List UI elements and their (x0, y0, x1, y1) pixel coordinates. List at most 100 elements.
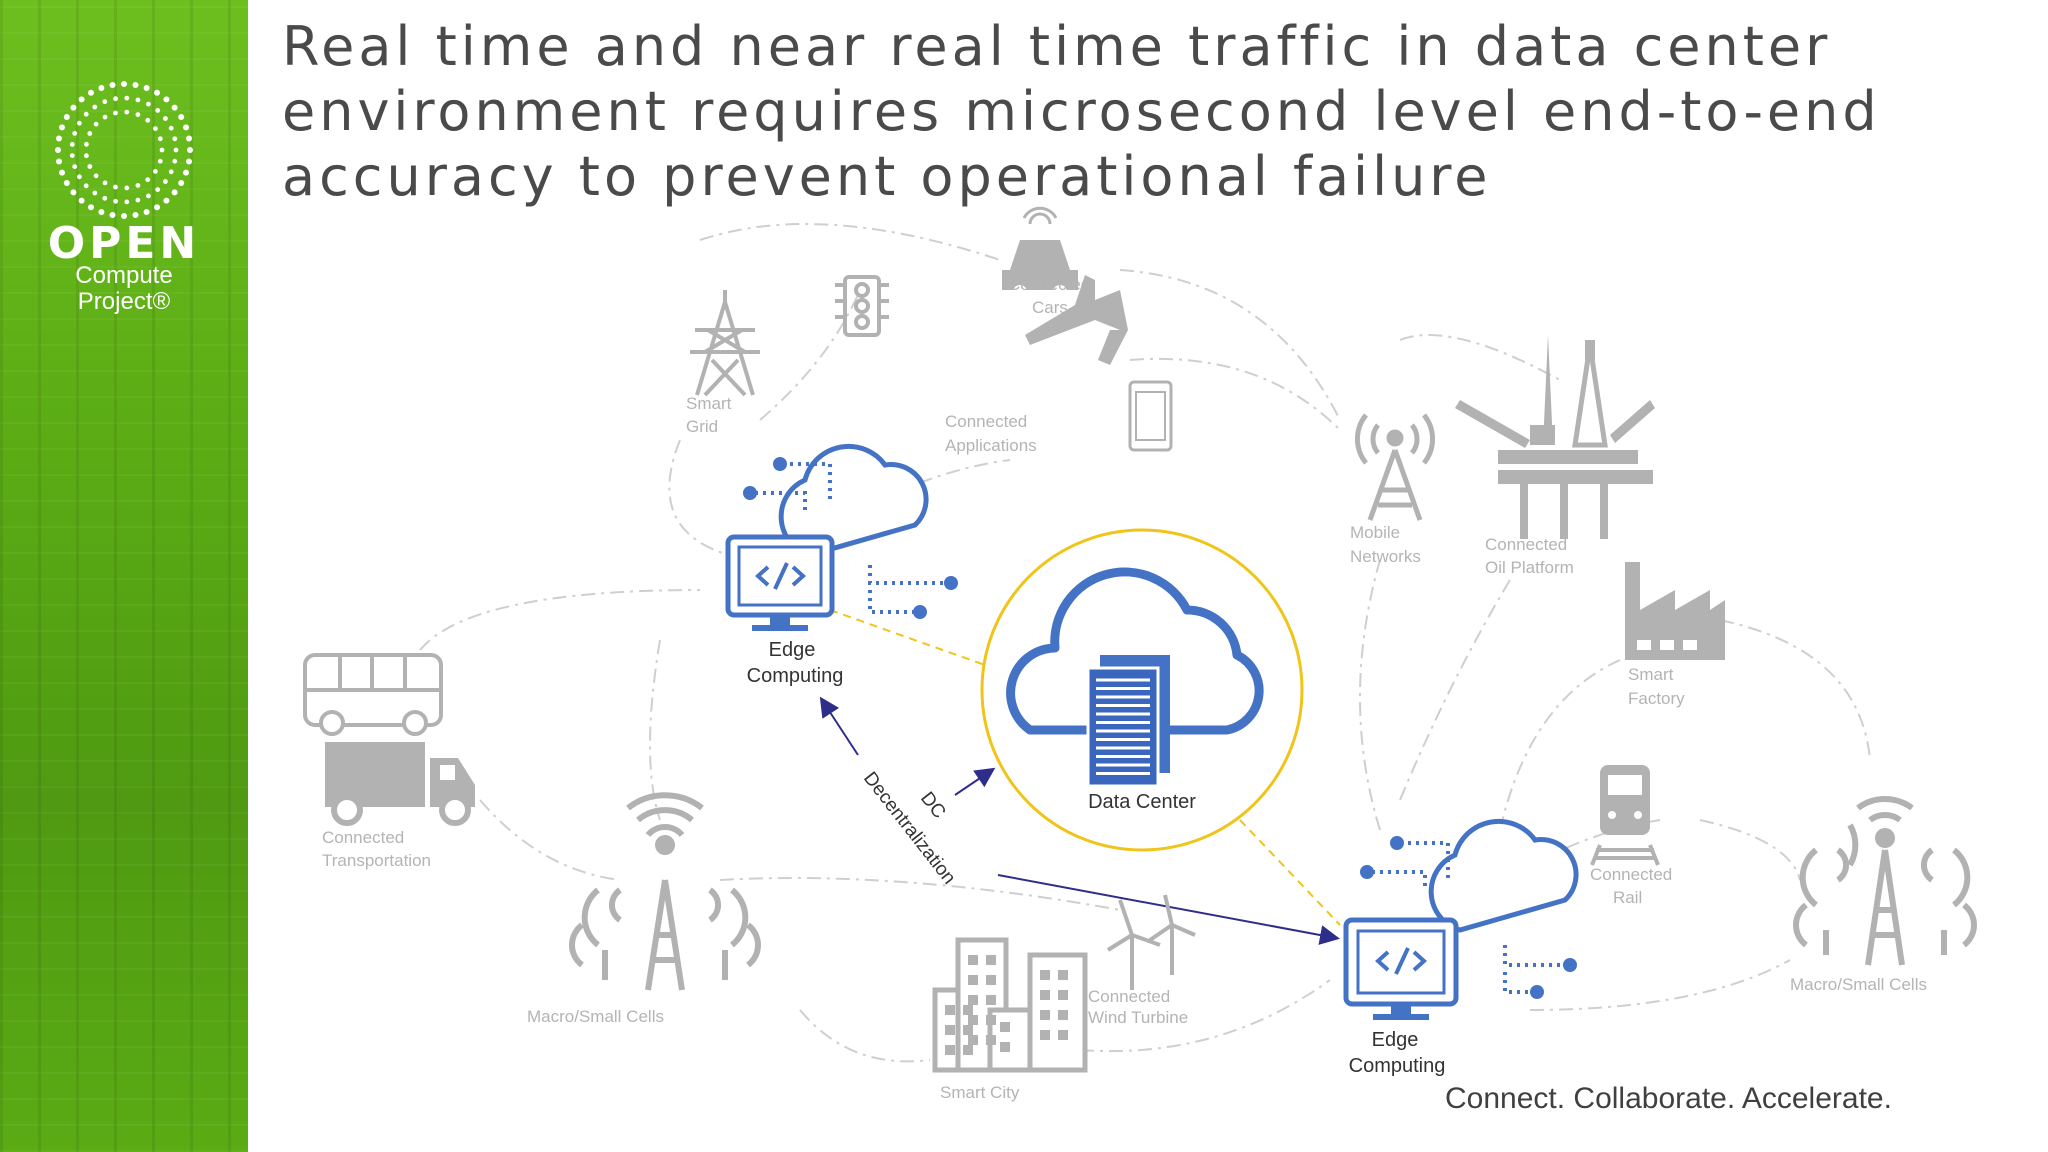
mobile-networks-label-2: Networks (1350, 547, 1421, 566)
building-window (945, 1005, 955, 1015)
oil-platform-label-1: Connected (1485, 535, 1567, 554)
logo-dot (84, 141, 89, 147)
building-window (986, 1035, 996, 1045)
logo-dot (157, 136, 163, 142)
macro-cells-right-label: Macro/Small Cells (1790, 975, 1927, 994)
logo-dot (159, 147, 165, 153)
connected-car-icon (1002, 206, 1078, 299)
logo-dot (77, 174, 82, 180)
logo-dot (187, 147, 193, 153)
building-window (1000, 1042, 1010, 1052)
logo-dot (163, 116, 168, 121)
link-bus-edge (419, 589, 701, 651)
link-edge-apps (839, 459, 1011, 521)
factory-icon (1625, 562, 1725, 660)
power-tower-icon (690, 290, 760, 397)
link-truck-cells (479, 799, 621, 881)
train-icon (1590, 765, 1660, 866)
logo-dot (102, 114, 108, 120)
airplane-icon (1025, 275, 1128, 365)
logo-dot (168, 125, 174, 131)
bus-icon (303, 653, 443, 736)
logo-dot (98, 209, 105, 215)
smart-factory-label-2: Factory (1628, 689, 1685, 708)
logo-dot (153, 126, 158, 131)
logo-dot (135, 97, 141, 103)
logo-dot (102, 180, 108, 186)
logo-dot (93, 121, 99, 127)
building-window (1040, 970, 1050, 980)
logo-dot (102, 99, 108, 105)
connected-rail-label-1: Connected (1590, 865, 1672, 884)
link-edge-rail (1539, 819, 1661, 861)
building-window (1040, 990, 1050, 1000)
connected-cars-label-1-visible: Connected (1008, 275, 1090, 294)
logo-dot (87, 164, 93, 169)
logo-dot (113, 184, 118, 190)
building-window (1040, 1010, 1050, 1020)
city-buildings-icon (932, 937, 1088, 1073)
logo-dot (56, 135, 62, 142)
logo-dot (98, 85, 105, 91)
logo-dot (63, 180, 70, 186)
logo-dot (135, 183, 141, 188)
macro-cells-left-label: Macro/Small Cells (527, 1007, 664, 1026)
logo-dot (83, 183, 89, 189)
logo-dot (183, 169, 189, 176)
logo-dot (88, 204, 94, 211)
building-window (945, 1025, 955, 1035)
building-window (963, 1025, 973, 1035)
logo-dot (146, 101, 151, 107)
logo-dot (109, 82, 116, 88)
building-window (968, 1035, 978, 1045)
wind-turbine-label-1: Connected (1088, 987, 1170, 1006)
logo-dot (171, 189, 178, 196)
logo-dot (145, 117, 151, 123)
connected-cars-label-2: Cars (1032, 298, 1068, 317)
logo-dot (132, 82, 139, 88)
logo-dot (154, 204, 160, 211)
smartphone-icon (1128, 380, 1173, 452)
mobile-tower-icon (1355, 413, 1435, 521)
dc-label: DC (916, 788, 949, 823)
link-edge-oil (1399, 579, 1511, 801)
logo-dot (77, 120, 82, 126)
building-window (1058, 990, 1068, 1000)
logo-dot (69, 153, 75, 158)
smart-city-label: Smart City (940, 1083, 1020, 1102)
logo-dot (87, 131, 93, 136)
logo-dot (113, 96, 118, 102)
building-window (968, 995, 978, 1005)
logo-dot (92, 190, 98, 196)
link-edge-light (759, 289, 861, 421)
link-factory-cells (1719, 619, 1871, 761)
logo-line-compute: Compute (75, 262, 173, 289)
logo-dot (124, 95, 130, 101)
building-window (986, 975, 996, 985)
logo-dot (88, 89, 94, 96)
logo-dot (135, 197, 141, 203)
logo-dot (72, 131, 78, 136)
wind-turbine-label-2: Wind Turbine (1088, 1008, 1188, 1027)
datacenter-links (829, 609, 1341, 926)
logo-dot (168, 169, 174, 175)
building-window (945, 1045, 955, 1055)
building-window (968, 1015, 978, 1025)
logo-dot (178, 114, 185, 120)
link-grid-cars (699, 223, 1001, 261)
building-window (986, 955, 996, 965)
logo-dot (155, 187, 161, 193)
decentralization-label: Decentralization (859, 768, 959, 888)
logo-dot (113, 198, 118, 204)
logo-dot (172, 136, 178, 142)
building-window (986, 1015, 996, 1025)
logo-dot (178, 180, 185, 186)
logo-dot (102, 195, 108, 201)
logo-dot (93, 173, 99, 179)
logo-dot (59, 169, 65, 176)
link-cells-city (799, 1009, 931, 1063)
truck-icon (325, 742, 475, 826)
link-edge-cells (649, 639, 661, 821)
logo-dot (157, 158, 163, 164)
logo-dot (59, 124, 65, 131)
